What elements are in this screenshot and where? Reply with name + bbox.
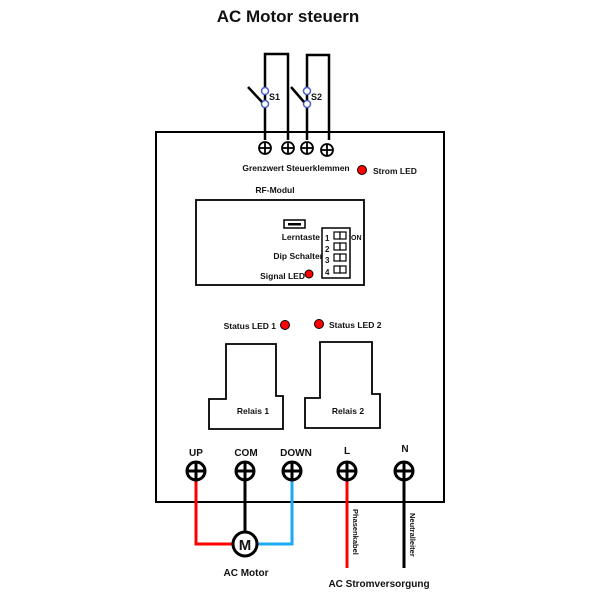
control-terminal (300, 141, 314, 155)
relay-2 (304, 341, 381, 429)
terminal-up-label: UP (189, 448, 203, 459)
dip-number: 4 (325, 268, 330, 277)
control-terminal (281, 141, 295, 155)
dip-switch[interactable] (333, 253, 347, 262)
power-led-label: Strom LED (373, 166, 417, 176)
switch-s2-label: S2 (311, 92, 322, 102)
control-terminal (258, 141, 272, 155)
dip-number: 3 (325, 256, 330, 265)
dip-on-label: ON (351, 235, 362, 242)
terminal-l (336, 460, 358, 482)
diagram-title: AC Motor steuern (217, 7, 360, 26)
dip-switch[interactable] (333, 231, 347, 240)
wire-up (194, 473, 232, 546)
controller-housing (155, 131, 445, 503)
power-supply-label: AC Stromversorgung (328, 579, 429, 590)
neutral-wire-label: Neutralleiter (408, 513, 417, 557)
dip-number: 1 (325, 234, 330, 243)
rf-module (195, 199, 365, 286)
status-led-2-label: Status LED 2 (329, 320, 382, 330)
terminal-l-label: L (344, 446, 350, 457)
relay-2-label: Relais 2 (332, 406, 364, 416)
power-led (357, 165, 367, 175)
terminal-down-label: DOWN (280, 448, 312, 459)
terminal-com-label: COM (234, 448, 257, 459)
terminal-up (185, 460, 207, 482)
switch-s1-label: S1 (269, 92, 280, 102)
control-terminals-label: Grenzwert Steuerklemmen (242, 163, 349, 173)
motor-symbol: M (239, 537, 252, 554)
phase-wire-label: Phasenkabel (351, 509, 360, 555)
motor-label: AC Motor (224, 568, 269, 579)
signal-led (304, 269, 314, 279)
limit-switch-s1 (247, 52, 290, 140)
rf-module-label: RF-Modul (255, 185, 294, 195)
terminal-com (234, 460, 256, 482)
status-led-1-label: Status LED 1 (224, 321, 277, 331)
relay-1-label: Relais 1 (237, 406, 269, 416)
dip-switch[interactable] (333, 242, 347, 251)
dip-number: 2 (325, 245, 330, 254)
control-terminal (320, 143, 334, 157)
learn-button[interactable] (283, 219, 306, 229)
dip-switch-label: Dip Schalter (273, 251, 323, 261)
relay-1 (208, 343, 284, 430)
status-led-1 (280, 320, 290, 330)
terminal-down (281, 460, 303, 482)
wire-down (258, 473, 294, 546)
terminal-n-label: N (401, 444, 408, 455)
learn-button-label: Lerntaste (282, 232, 321, 242)
status-led-2 (314, 319, 324, 329)
motor (231, 530, 259, 558)
signal-led-label: Signal LED (260, 271, 305, 281)
dip-switch[interactable] (333, 265, 347, 274)
terminal-n (393, 460, 415, 482)
limit-switch-s2 (290, 53, 331, 140)
